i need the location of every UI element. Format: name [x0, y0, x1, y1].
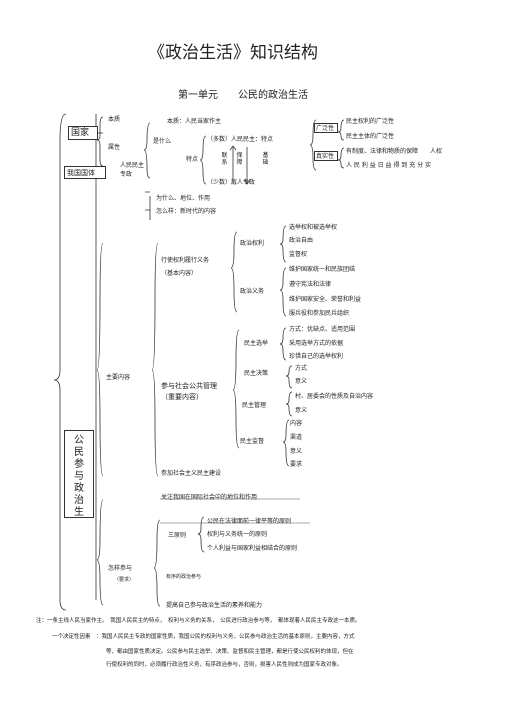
our-state-box: 我国国体 [64, 166, 106, 179]
participate-label: 参与社会公共管理 [161, 382, 217, 390]
minority-label: （少数）敌人专政 [207, 179, 256, 186]
election-item-1: 采用选举方式的依据 [289, 340, 344, 347]
supervision-item-3: 要求 [290, 461, 303, 468]
contact-label: 联系 [221, 152, 228, 166]
real-item-1: 有制度、法律和物质的保障 人权 [346, 148, 443, 155]
how-label: 怎么样：新时代的内容 [156, 208, 217, 215]
duty-item-1: 遵守宪法和法律 [289, 281, 332, 288]
rights-item-0: 选举权和被选举权 [289, 224, 338, 231]
principle-2: 个人利益与国家利益相结合的原则 [207, 545, 298, 552]
real-item-2: 人 民 利 益 日 益 得 到 充 分 实 [346, 162, 432, 169]
broad-item-2: 民主主体的广泛性 [346, 133, 395, 140]
principle-1: 权利与义务统一的原则 [207, 531, 268, 538]
management-item-1: 意义 [295, 407, 308, 414]
citizen-side-label: 公民参与政治生 [74, 435, 84, 518]
duty-item-0: 维护国家统一和民族团结 [289, 266, 356, 273]
supervision-item-1: 渠道 [290, 434, 303, 441]
attribute-label: 属性 [108, 144, 121, 151]
broad-item-1: 民主权利的广泛性 [346, 118, 395, 125]
principle-0: 公民在法律面前一律平等的原则 [207, 518, 292, 525]
note-line-1: 注：一条主线人民当家作主。 我国人民民主的特点， 权利与义务的关系， 公民进行政… [36, 618, 361, 624]
rights-item-2: 监督权 [289, 251, 308, 258]
decision-item-1: 意义 [295, 378, 308, 385]
exercise-sub-label: （基本内容） [161, 270, 198, 277]
main-content-label: 主要内容 [106, 374, 131, 381]
participate-sub-label: （重要内容） [161, 393, 203, 401]
election-item-2: 珍惜自己的选举权利 [289, 353, 344, 360]
decision-item-0: 方式 [295, 365, 308, 372]
essence-label: 本质：人民当家作主 [167, 118, 222, 125]
majority-label: （多数）人民民主：特点 [207, 136, 274, 143]
socialist-label: 参加社会主义民主建设 [161, 470, 222, 477]
orderly-label: 有序的政治参与 [166, 574, 202, 580]
features-label: 特点 [186, 156, 199, 163]
management-item-0: 村、居委会的性质及自治内容 [295, 393, 374, 400]
election-item-0: 方式：优缺点、适用范围 [289, 326, 356, 333]
supervision-item-2: 意义 [290, 448, 303, 455]
duty-item-2: 维护国家安全、荣誉和利益 [289, 296, 362, 303]
three-principles-label: 三原则 [168, 532, 187, 539]
citizen-side-box: 公民参与政治生 [64, 430, 94, 518]
broad-box: 广泛性 [314, 123, 338, 133]
international-label: 关注我国在国际社会中的地位和作用 [161, 494, 258, 501]
country-box: 国家 [68, 126, 98, 140]
page-title: 《政治生活》知识结构 [148, 43, 318, 63]
rights-label: 政治权利 [240, 240, 265, 247]
guarantee-label: 保障 [236, 152, 243, 166]
election-label: 民主选举 [244, 340, 269, 347]
duties-label: 政治义务 [240, 288, 265, 295]
basis-label: 基础 [262, 152, 269, 166]
note-line-3: 等，都由国家性质决定。公民参与民主选举、决策、监督和民主管理，都是行使公民权利的… [106, 649, 354, 655]
how-participate-label: 怎样参与 [108, 565, 133, 572]
supervision-item-0: 内容 [290, 420, 303, 427]
how-sub-label: （要求） [114, 577, 135, 583]
rights-item-1: 政治自由 [289, 237, 314, 244]
why-label: 为什么、地位、作用 [156, 195, 211, 202]
unit-title: 第一单元 公民的政治生活 [178, 90, 308, 101]
people-dictatorship-label: 人民民主专政 [120, 162, 145, 178]
what-is-label: 是什么 [153, 138, 172, 145]
decision-label: 民主决策 [244, 370, 269, 377]
nature-label: 本质 [108, 116, 121, 123]
improve-label: 提高自己参与政治生活的素养和能力 [166, 602, 263, 609]
real-box: 真实性 [314, 151, 338, 161]
exercise-label: 行使权利履行义务 [161, 257, 210, 264]
management-label: 民主管理 [242, 402, 267, 409]
duty-item-3: 服兵役和参加民兵组织 [289, 310, 350, 317]
supervision-label: 民主监督 [240, 438, 265, 445]
note-line-2: 一个决定性因素 ：我国人民民主专政的国家性质，我国公民的权利与义务，公民参与政治… [52, 634, 355, 640]
note-line-4: 行使权利的同时，必须履行政治性义务，有序政治参与，否则，损害人民性则成为国家专政… [106, 662, 343, 668]
